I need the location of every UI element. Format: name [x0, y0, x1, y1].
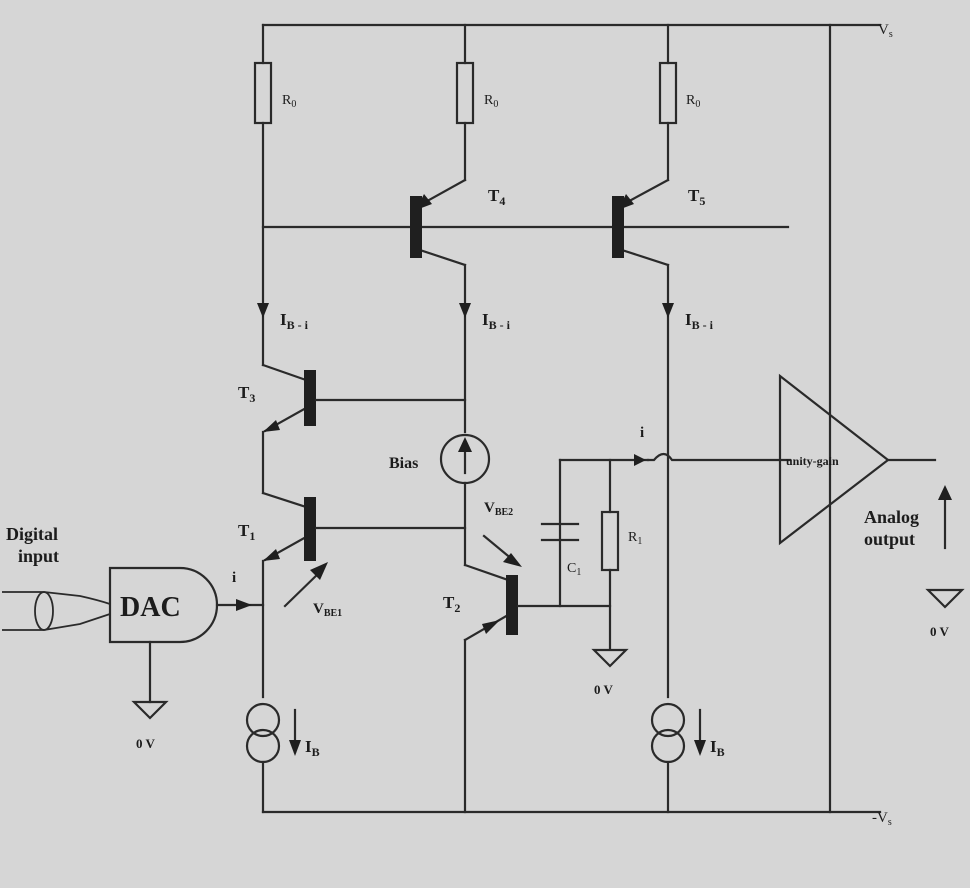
t1-base-bar	[304, 497, 316, 561]
label-digital-input-2: input	[18, 546, 59, 566]
arrow-ib-left	[289, 740, 301, 756]
ground-symbol-output	[925, 588, 965, 609]
digital-input-cable	[2, 591, 111, 631]
vbe2-arrow	[482, 534, 515, 562]
label-vbe1: VBE1	[313, 601, 342, 619]
arrow-i-dac	[236, 599, 252, 611]
label-ib-i-middle: IB - i	[482, 310, 511, 332]
label-c1: C1	[567, 561, 581, 578]
t4-base-bar	[410, 196, 422, 258]
label-ib-right: IB	[710, 737, 725, 759]
current-source-left-top	[245, 702, 281, 738]
vbe1-arrow	[283, 568, 324, 608]
arrow-i-feedback	[634, 454, 646, 466]
label-t4: T4	[488, 186, 505, 208]
resistor-r0-right	[658, 61, 678, 125]
label-r0-left: R0	[282, 93, 296, 110]
label-0v-output: 0 V	[930, 624, 950, 639]
arrow-ib-i-right	[662, 303, 674, 318]
dac-block	[108, 566, 265, 720]
current-source-right-bottom	[650, 728, 686, 764]
current-source-right-top	[650, 702, 686, 738]
t2-base-bar	[506, 575, 518, 635]
label-i-dac: i	[232, 570, 236, 586]
feedback-crossover-wire	[646, 452, 792, 462]
ground-symbol-dac	[131, 700, 169, 720]
arrow-ib-i-middle	[459, 303, 471, 318]
label-dac: DAC	[120, 592, 181, 623]
label-ib-i-left: IB - i	[280, 310, 309, 332]
resistor-r0-middle	[455, 61, 475, 125]
right-branch	[618, 23, 706, 814]
ground-symbol-middle	[591, 648, 629, 668]
label-unity-gain: unity-gain	[786, 454, 839, 468]
arrow-ib-i-left	[257, 303, 269, 318]
label-0v-dac: 0 V	[136, 736, 156, 751]
label-t5: T5	[688, 186, 705, 208]
left-branch	[245, 23, 790, 814]
feedback-network	[516, 452, 792, 668]
label-r0-middle: R0	[484, 93, 498, 110]
arrow-ib-right	[694, 740, 706, 756]
t3-emitter-arrow	[263, 420, 280, 432]
unity-gain-buffer	[778, 373, 890, 546]
label-digital-input-1: Digital	[6, 524, 58, 544]
label-i-feedback: i	[640, 425, 644, 441]
resistor-r0-left	[253, 61, 273, 125]
t1-emitter-arrow	[263, 549, 280, 561]
middle-branch	[416, 23, 510, 814]
label-bias: Bias	[389, 455, 418, 472]
label-r1: R1	[628, 530, 642, 547]
current-source-left-bottom	[245, 728, 281, 764]
t5-base-bar	[612, 196, 624, 258]
label-vbe2: VBE2	[484, 500, 513, 518]
label-vs-positive: Vs	[878, 22, 893, 40]
label-ib-left: IB	[305, 737, 320, 759]
label-t3: T3	[238, 383, 255, 405]
label-analog-output-1: Analog	[864, 507, 919, 527]
label-vs-negative: -Vs	[872, 810, 892, 828]
label-t2: T2	[443, 593, 460, 615]
label-t1: T1	[238, 521, 255, 543]
resistor-r1	[600, 510, 620, 572]
label-analog-output-2: output	[864, 529, 915, 549]
t2-emitter-arrow	[482, 620, 500, 634]
label-ib-i-right: IB - i	[685, 310, 714, 332]
label-0v-middle: 0 V	[594, 682, 614, 697]
label-r0-right: R0	[686, 93, 700, 110]
t3-base-bar	[304, 370, 316, 426]
